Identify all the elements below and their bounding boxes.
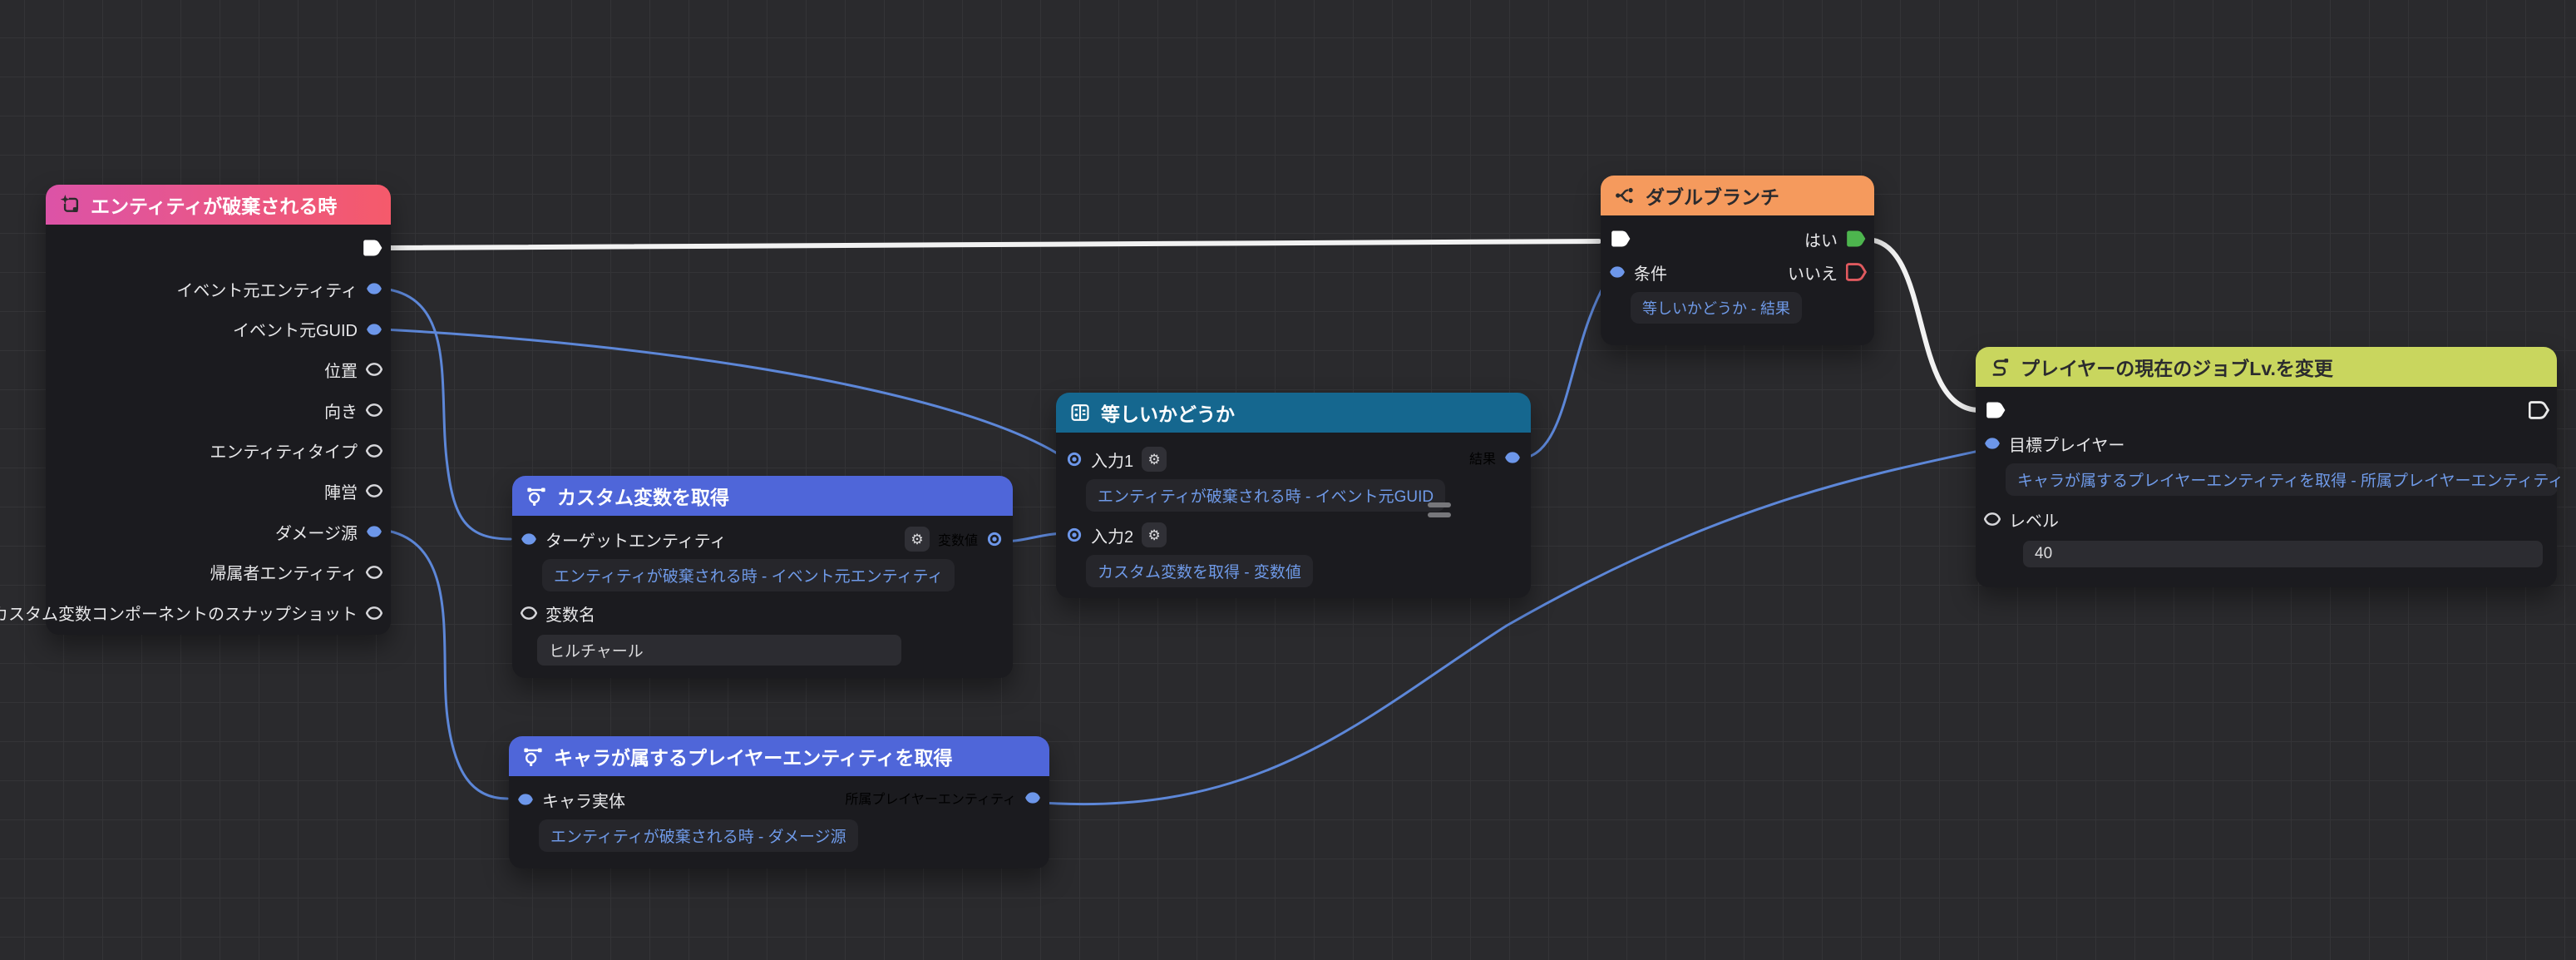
variable-name-input-port[interactable]: [521, 606, 537, 620]
calculator-icon: [1069, 402, 1091, 423]
node-header[interactable]: カスタム変数を取得: [512, 476, 1013, 516]
wire-equals-result-to-branch-condition[interactable]: [1520, 280, 1608, 460]
node-entity-destroyed-event[interactable]: エンティティが破棄される時 イベント元エンティティ イベント元GUID 位置 向…: [0, 185, 391, 635]
facing-output-port[interactable]: [366, 403, 382, 417]
port-label: 位置: [324, 362, 358, 381]
port-label: 変数名: [545, 606, 595, 625]
node-header[interactable]: エンティティが破棄される時: [46, 185, 391, 225]
port-label: カスタム変数コンポーネントのスナップショット: [0, 606, 358, 625]
node-get-owning-player-entity[interactable]: キャラが属するプレイヤーエンティティを取得 キャラ実体 エンティティが破棄される…: [509, 736, 1049, 868]
gear-icon-button[interactable]: [1142, 447, 1167, 472]
event-sparkle-icon: [59, 194, 81, 215]
node-title: カスタム変数を取得: [557, 487, 729, 508]
custom-var-snapshot-output-port[interactable]: [366, 606, 382, 620]
port-label: 陣営: [324, 483, 358, 502]
damage-source-output-port[interactable]: [366, 525, 382, 538]
node-title: ダブルブランチ: [1646, 186, 1779, 208]
owner-entity-output-port[interactable]: [366, 565, 382, 579]
node-header[interactable]: 等しいかどうか: [1056, 393, 1531, 433]
wire-event-damage-to-getplayer-input[interactable]: [382, 528, 509, 800]
event-entity-output-port[interactable]: [366, 282, 382, 295]
node-header[interactable]: ダブルブランチ: [1601, 176, 1874, 215]
level-input-port[interactable]: [1984, 512, 2001, 526]
condition-value-chip[interactable]: 等しいかどうか - 結果: [1631, 292, 1802, 324]
port-label: 向き: [324, 403, 358, 422]
node-change-player-job-level[interactable]: プレイヤーの現在のジョブLv.を変更 目標プレイヤー キャラが属するプレイヤーエ…: [1976, 347, 2564, 587]
gear-icon-button[interactable]: [1142, 522, 1167, 547]
input1-value-chip[interactable]: エンティティが破棄される時 - イベント元GUID: [1086, 479, 1446, 512]
wire-event-exec-to-branch[interactable]: [388, 239, 1601, 250]
query-icon: [526, 485, 547, 507]
node-double-branch[interactable]: ダブルブランチ はい 条件 いいえ 等しいかどうか - 結果: [1601, 176, 1874, 345]
port-label: ダメージ源: [275, 524, 358, 543]
variable-value-output-port[interactable]: [986, 531, 1003, 547]
target-entity-value-chip[interactable]: エンティティが破棄される時 - イベント元エンティティ: [542, 559, 955, 591]
port-label: レベル: [2009, 512, 2059, 531]
entity-type-output-port[interactable]: [366, 443, 382, 458]
input2-port[interactable]: [1066, 527, 1083, 543]
port-label: 変数値: [937, 534, 978, 548]
port-label: キャラ実体: [542, 792, 625, 811]
route-s-icon: [1989, 356, 2011, 378]
port-label: 結果: [1468, 453, 1496, 467]
port-label: いいえ: [1788, 265, 1838, 284]
port-label: エンティティタイプ: [210, 443, 358, 463]
level-input[interactable]: 40: [2023, 541, 2543, 567]
exec-input-port[interactable]: [1986, 401, 2007, 419]
port-label: 入力1: [1091, 452, 1134, 471]
port-label: 帰属者エンティティ: [210, 565, 358, 584]
character-entity-input-port[interactable]: [517, 793, 534, 806]
gear-icon-button[interactable]: [904, 527, 930, 552]
node-title: 等しいかどうか: [1101, 403, 1235, 425]
character-entity-value-chip[interactable]: エンティティが破棄される時 - ダメージ源: [539, 819, 858, 852]
wire-event-entity-to-getvar-target[interactable]: [382, 287, 512, 541]
faction-output-port[interactable]: [366, 484, 382, 498]
node-get-custom-variable[interactable]: カスタム変数を取得 ターゲットエンティティ エンティティが破棄される時 - イベ…: [512, 476, 1013, 678]
event-guid-output-port[interactable]: [366, 323, 382, 336]
node-title: プレイヤーの現在のジョブLv.を変更: [2021, 358, 2333, 379]
result-output-port[interactable]: [1504, 451, 1521, 464]
port-label: 条件: [1634, 265, 1667, 284]
port-label: イベント元エンティティ: [176, 281, 358, 300]
owning-player-entity-output-port[interactable]: [1024, 791, 1041, 804]
variable-name-input[interactable]: ヒルチャール: [537, 635, 901, 666]
wire-event-guid-to-equals-input1[interactable]: [382, 328, 1064, 458]
position-output-port[interactable]: [366, 363, 382, 377]
wire-branch-yes-to-action[interactable]: [1864, 237, 1981, 413]
target-player-input-port[interactable]: [1984, 437, 2001, 450]
input1-port[interactable]: [1066, 451, 1083, 468]
exec-input-port[interactable]: [1611, 230, 1632, 248]
node-header[interactable]: キャラが属するプレイヤーエンティティを取得: [509, 736, 1049, 776]
node-title: エンティティが破棄される時: [91, 195, 338, 217]
equals-operator-icon: [1428, 502, 1451, 517]
port-label: はい: [1804, 231, 1838, 250]
exec-output-port[interactable]: [363, 239, 384, 257]
branch-icon: [1614, 185, 1636, 206]
target-entity-input-port[interactable]: [521, 532, 537, 546]
target-player-value-chip[interactable]: キャラが属するプレイヤーエンティティを取得 - 所属プレイヤーエンティティ: [2006, 463, 2564, 496]
node-header[interactable]: プレイヤーの現在のジョブLv.を変更: [1976, 347, 2557, 387]
exec-true-output-port[interactable]: [1846, 230, 1868, 248]
port-label: イベント元GUID: [233, 322, 358, 341]
port-label: 入力2: [1091, 527, 1134, 547]
exec-output-port[interactable]: [2529, 401, 2550, 419]
input2-value-chip[interactable]: カスタム変数を取得 - 変数値: [1086, 555, 1313, 587]
exec-false-output-port[interactable]: [1846, 263, 1868, 281]
node-is-equal[interactable]: 等しいかどうか 入力1 エンティティが破棄される時 - イベント元GUID 入力…: [1056, 393, 1531, 598]
port-label: ターゲットエンティティ: [545, 532, 727, 551]
port-label: 所属プレイヤーエンティティ: [845, 793, 1016, 807]
node-title: キャラが属するプレイヤーエンティティを取得: [554, 747, 953, 769]
port-label: 目標プレイヤー: [2009, 436, 2125, 455]
query-icon: [522, 745, 544, 767]
condition-input-port[interactable]: [1609, 265, 1626, 279]
wire-getplayer-out-to-action-target[interactable]: [1041, 449, 1981, 806]
